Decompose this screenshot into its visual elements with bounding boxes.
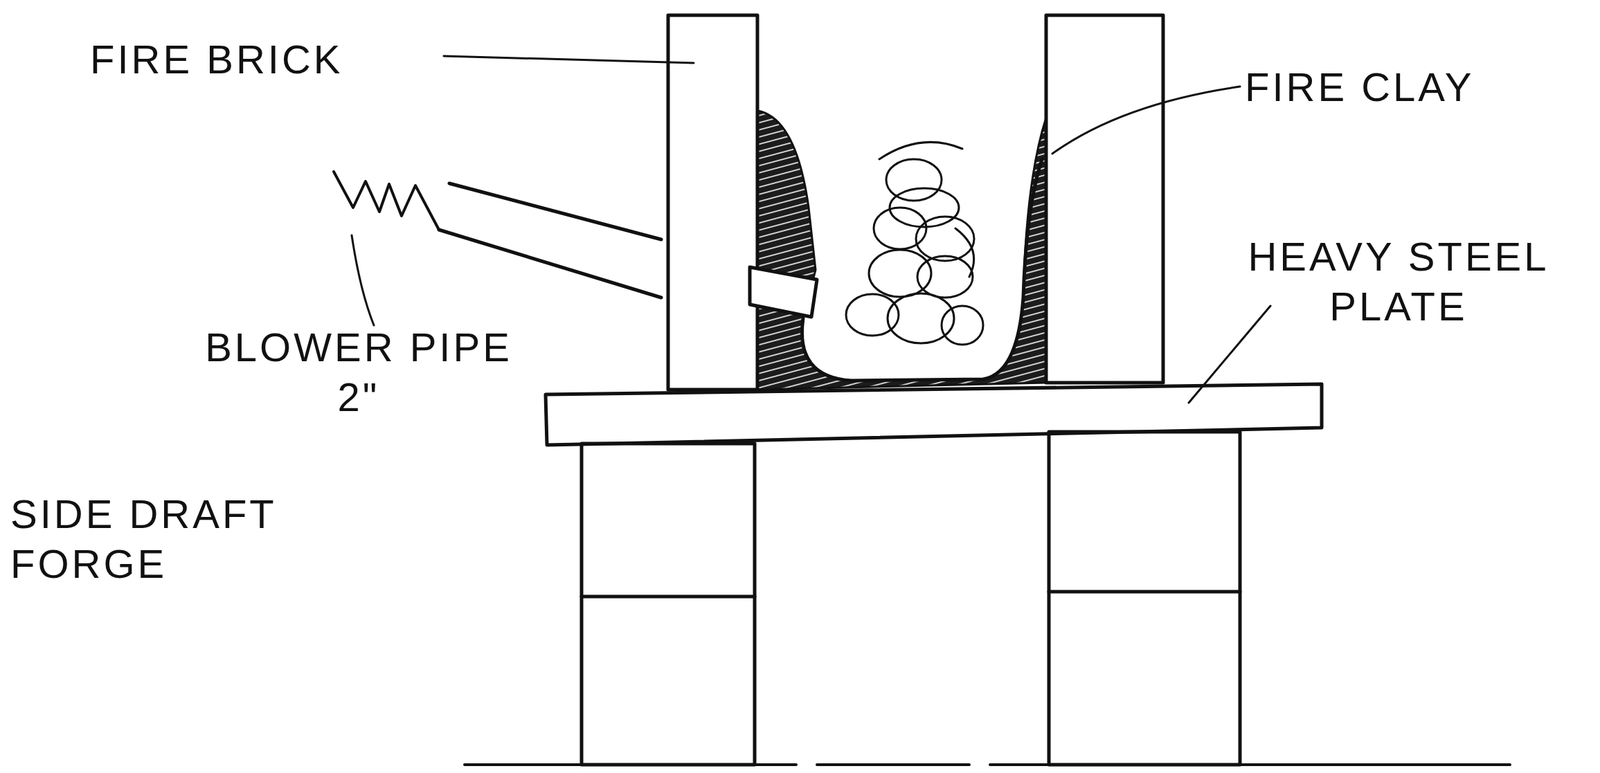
- brick-leg: [581, 443, 755, 766]
- brick-leg: [1048, 432, 1240, 766]
- brick-joint: [581, 595, 755, 599]
- part-label: BLOWER PIPE 2": [178, 322, 539, 423]
- part-label: HEAVY STEEL PLATE: [1218, 231, 1579, 332]
- tuyere-nozzle: [749, 267, 817, 318]
- part-label: FIRE BRICK: [90, 34, 520, 85]
- drawing-title: SIDE DRAFT FORGE: [10, 489, 336, 590]
- fire-brick: [1046, 15, 1164, 383]
- blower-pipe: [438, 183, 662, 298]
- fire-brick: [668, 15, 758, 390]
- steel-plate: [545, 384, 1322, 446]
- firepot-bowl: [801, 159, 1042, 381]
- pipe-break: [333, 171, 439, 230]
- fire-clay-lining: [757, 110, 1047, 390]
- brick-joint: [1048, 590, 1240, 595]
- ground-line: [464, 763, 1510, 767]
- part-label: FIRE CLAY: [1244, 62, 1591, 113]
- coal-fire: [846, 141, 984, 345]
